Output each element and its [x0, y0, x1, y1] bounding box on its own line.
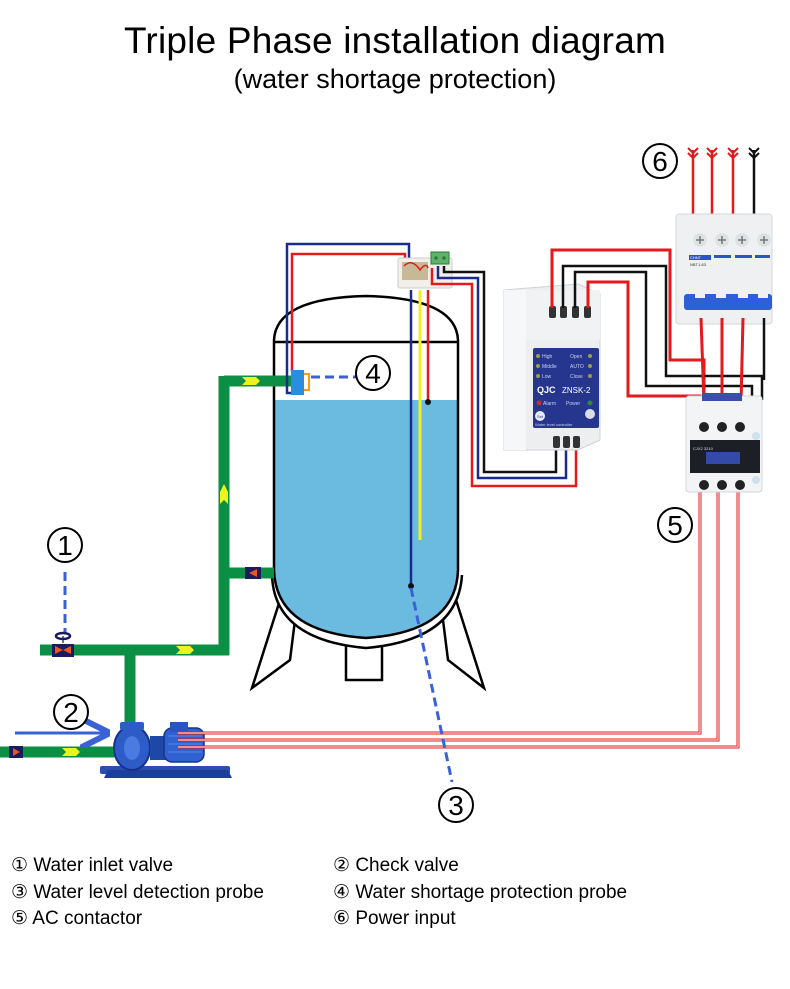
tank-dome: [272, 294, 460, 341]
callout-3: 3: [438, 787, 474, 823]
indicator-middle: Middle: [542, 364, 557, 370]
diagram-subtitle: (water shortage protection): [233, 64, 557, 94]
ctrl-wire-3-black: [573, 270, 754, 400]
legend-label: Water inlet valve: [33, 855, 174, 876]
indicator-high: High: [542, 354, 553, 360]
indicator-low: Low: [542, 374, 552, 380]
signal-wire-black: [442, 266, 558, 474]
set-button[interactable]: [535, 411, 545, 421]
diagram-title: Triple Phase installation diagram: [124, 20, 666, 61]
signal-wire-red: [430, 268, 578, 488]
legend-item-water-inlet-valve: ① Water inlet valve: [11, 854, 173, 877]
controller-panel: [533, 348, 599, 428]
ac-contactor: CJX2 3210: [685, 393, 763, 493]
breaker-model: NBT1-63: [690, 262, 707, 267]
callout-2: 2: [53, 694, 89, 730]
probe-wire-blue: [285, 242, 411, 395]
legend-label: Water shortage protection probe: [355, 882, 628, 903]
signal-wire-blue: [436, 266, 568, 480]
legend-number: ④: [333, 882, 351, 903]
legend-number: ⑤: [11, 908, 29, 929]
legend-item-power-input: ⑥ Power input: [333, 907, 456, 930]
flow-arrow-icon: [242, 377, 260, 385]
legend-number: ①: [11, 855, 29, 876]
alarm-label: Alarm: [543, 401, 556, 407]
controller-footer-label: Water level controller: [535, 422, 573, 427]
flow-arrow-icon: [62, 748, 80, 756]
legend-label: Water level detection probe: [33, 882, 264, 903]
check-valve-inlet: [9, 746, 23, 758]
tank-wall: [272, 340, 460, 640]
water-inlet-valve[interactable]: [52, 631, 74, 657]
contactor-model: CJX2 3210: [693, 446, 714, 451]
callout-1: 1: [47, 527, 83, 563]
tank-water: [274, 400, 458, 638]
legend-number: ②: [333, 855, 351, 876]
legend-label: Power input: [355, 908, 456, 929]
svg-text:2: 2: [63, 697, 79, 728]
callout-5: 5: [657, 507, 693, 543]
probe-wire-red: [290, 252, 407, 372]
legend-number: ⑥: [333, 908, 351, 929]
set-label: Set: [537, 414, 544, 419]
controller-model: ZNSK-2: [562, 386, 591, 395]
power-input-wires: [687, 147, 760, 218]
controller-bottom-terminals: [553, 436, 580, 448]
flow-arrow-icon: [176, 646, 194, 654]
breaker-brand: CHNT: [690, 255, 702, 260]
pipe-network: [0, 375, 292, 758]
legend-label: AC contactor: [32, 908, 143, 929]
legend-item-water-level-probe: ③ Water level detection probe: [11, 881, 264, 904]
legend-item-check-valve: ② Check valve: [333, 854, 459, 877]
probe-junction-box: [397, 251, 453, 289]
flow-arrows: [62, 377, 260, 756]
indicator-auto: AUTO: [570, 364, 584, 370]
indicator-open: Open: [570, 354, 582, 360]
callout-leaders: [63, 375, 454, 783]
breaker-toggle[interactable]: [684, 294, 772, 310]
legend-item-shortage-probe: ④ Water shortage protection probe: [333, 881, 627, 904]
svg-text:4: 4: [365, 358, 381, 389]
circuit-breaker: CHNT NBT1-63: [675, 213, 773, 325]
water-level-controller: High Middle Low Open AUTO Close QJC ZNSK…: [503, 283, 601, 451]
svg-text:1: 1: [57, 530, 73, 561]
breaker-output-wires: [699, 317, 745, 405]
water-shortage-probe: [291, 370, 310, 395]
ctrl-wire-2-black: [561, 264, 764, 400]
power-label: Power: [566, 401, 581, 407]
indicator-close: Close: [570, 374, 583, 380]
check-valve-tank: [245, 567, 261, 579]
water-pump: [100, 722, 232, 778]
legend-number: ③: [11, 882, 29, 903]
svg-text:5: 5: [667, 510, 683, 541]
controller-top-terminals: [549, 306, 591, 318]
legend-label: Check valve: [355, 855, 459, 876]
svg-text:6: 6: [652, 146, 668, 177]
callout-4: 4: [355, 355, 391, 391]
controller-brand: QJC: [537, 385, 556, 395]
callout-6: 6: [642, 143, 678, 179]
svg-text:3: 3: [448, 790, 464, 821]
flow-arrow-icon: [220, 484, 228, 504]
legend-item-ac-contactor: ⑤ AC contactor: [11, 907, 142, 930]
